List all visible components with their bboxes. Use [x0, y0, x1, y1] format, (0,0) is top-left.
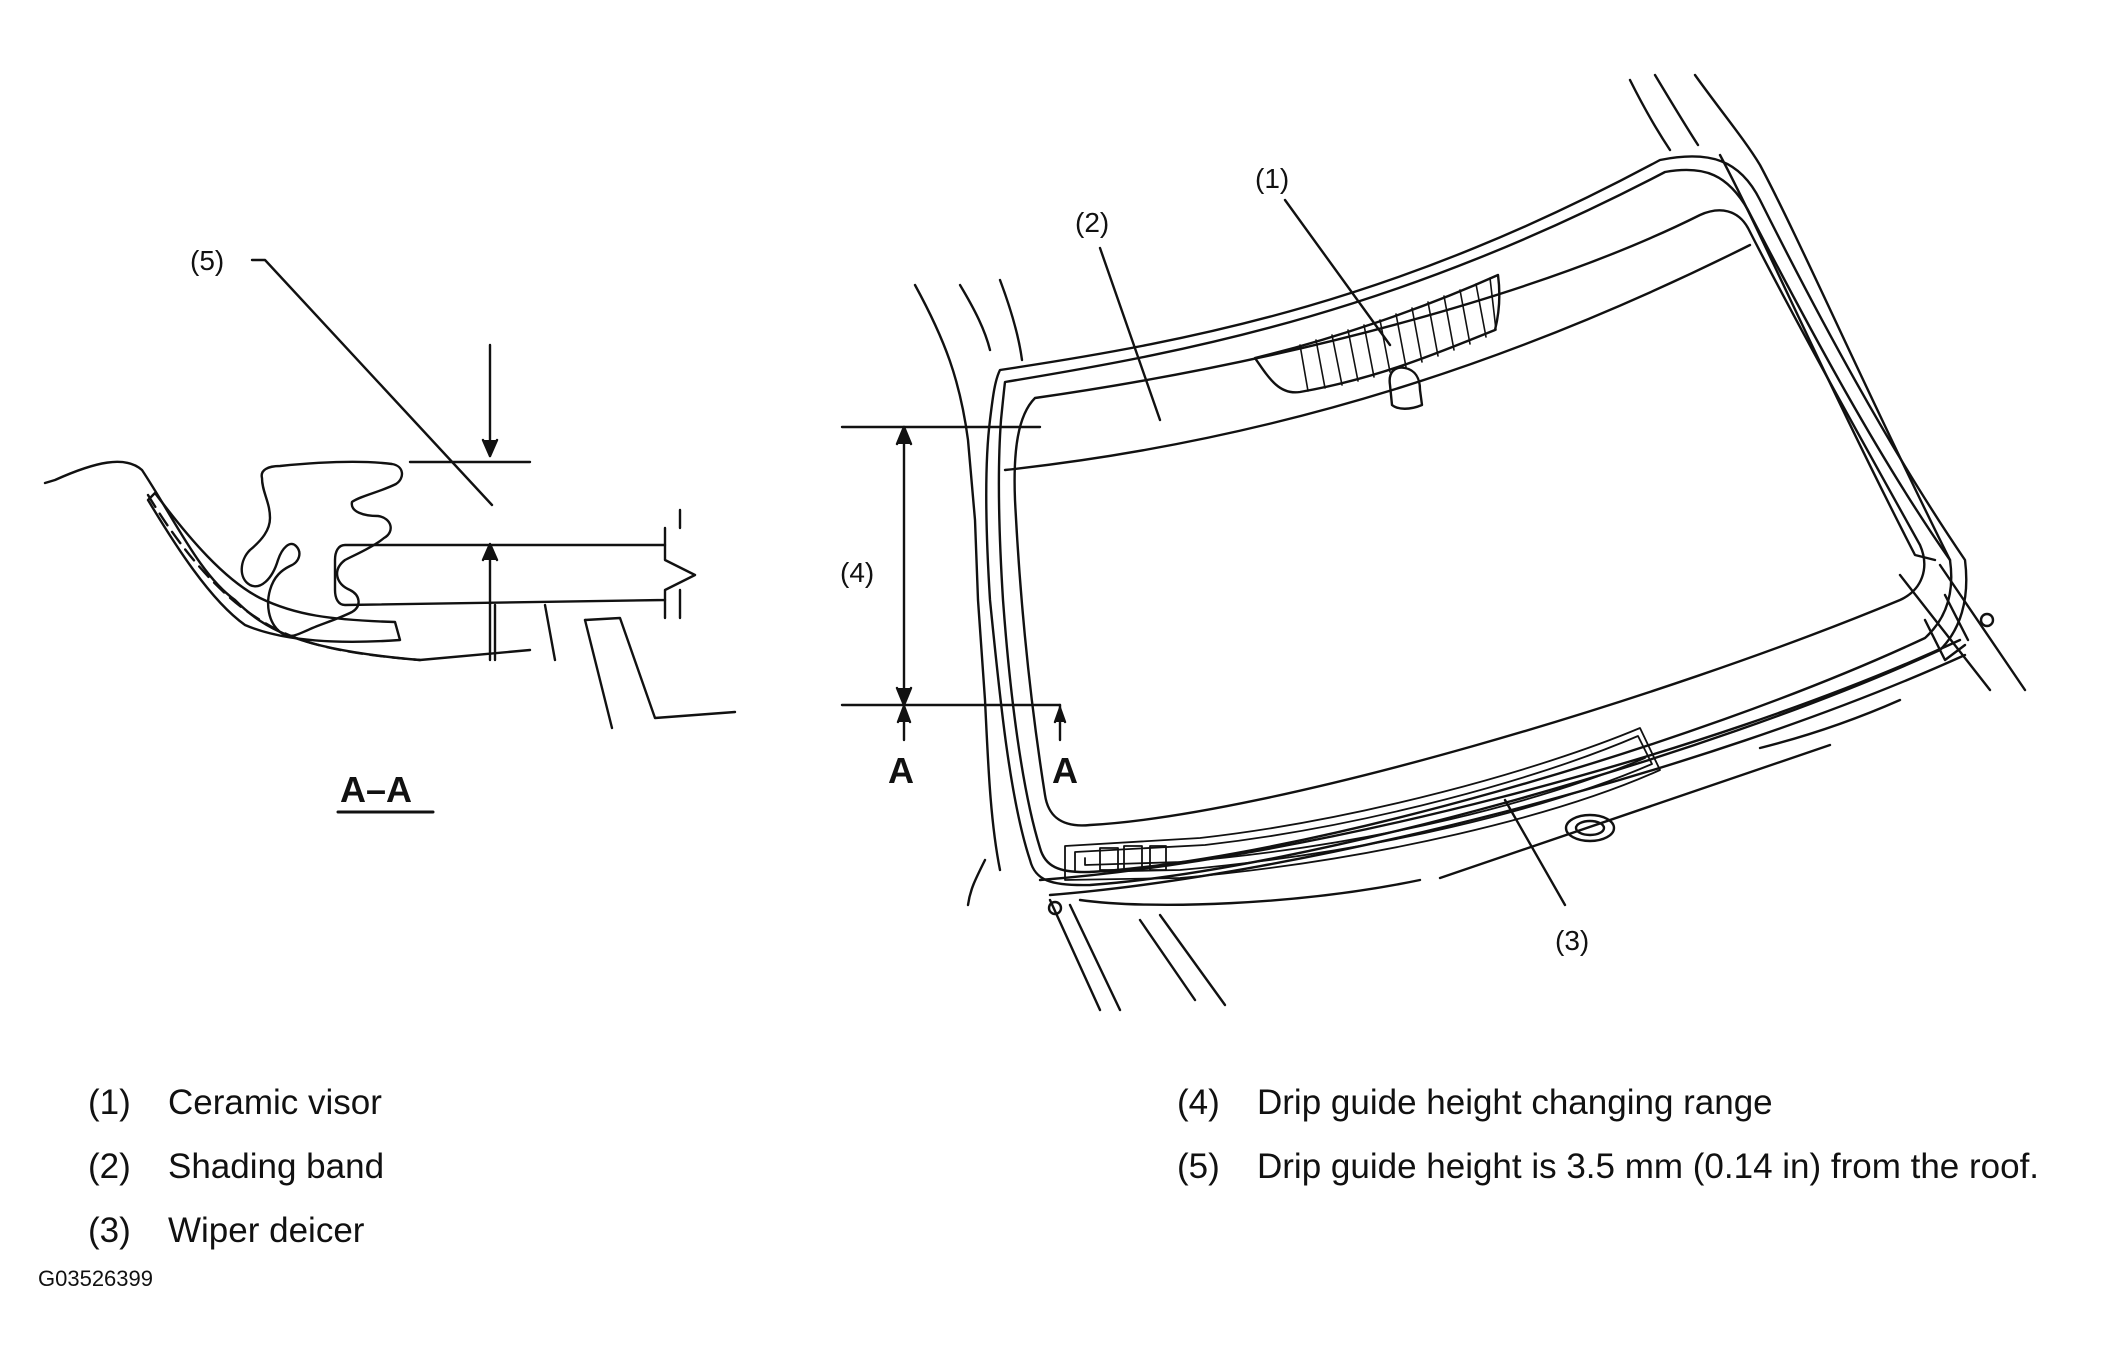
- callout-1: (1): [1255, 163, 1289, 194]
- windshield-outer-frame: [985, 155, 1968, 887]
- windshield-drawing: [840, 73, 2027, 1012]
- glass-section: [333, 543, 697, 607]
- shading-band: [1003, 243, 1752, 472]
- ceramic-visor: [1253, 273, 1501, 394]
- molding: [240, 460, 404, 638]
- callout-5: (5): [190, 245, 224, 276]
- section-caption: A–A: [340, 769, 412, 810]
- windshield-glass-edge: [1013, 209, 1926, 827]
- wiper-deicer: [1064, 727, 1661, 881]
- legend-number: (3): [88, 1211, 131, 1250]
- legend-label: Shading band: [168, 1147, 385, 1186]
- figure-code: G03526399: [38, 1266, 153, 1291]
- section-a-a-drawing: [43, 258, 737, 730]
- legend-number: (2): [88, 1147, 131, 1186]
- callout-2: (2): [1075, 207, 1109, 238]
- legend-label: Wiper deicer: [168, 1211, 365, 1250]
- callout-4: (4): [840, 557, 874, 588]
- legend-label: Ceramic visor: [168, 1083, 382, 1122]
- section-letter-left: A: [888, 750, 914, 791]
- callout-3: (3): [1555, 925, 1589, 956]
- legend-number: (1): [88, 1083, 131, 1122]
- legend-label: Drip guide height changing range: [1257, 1083, 1773, 1122]
- section-letter-right: A: [1052, 750, 1078, 791]
- ceramic-visor-hatch: [1299, 277, 1497, 392]
- legend-number: (5): [1177, 1147, 1220, 1186]
- legend-label: Drip guide height is 3.5 mm (0.14 in) fr…: [1257, 1147, 2040, 1186]
- mirror-mount: [1388, 366, 1424, 410]
- legend-number: (4): [1177, 1083, 1220, 1122]
